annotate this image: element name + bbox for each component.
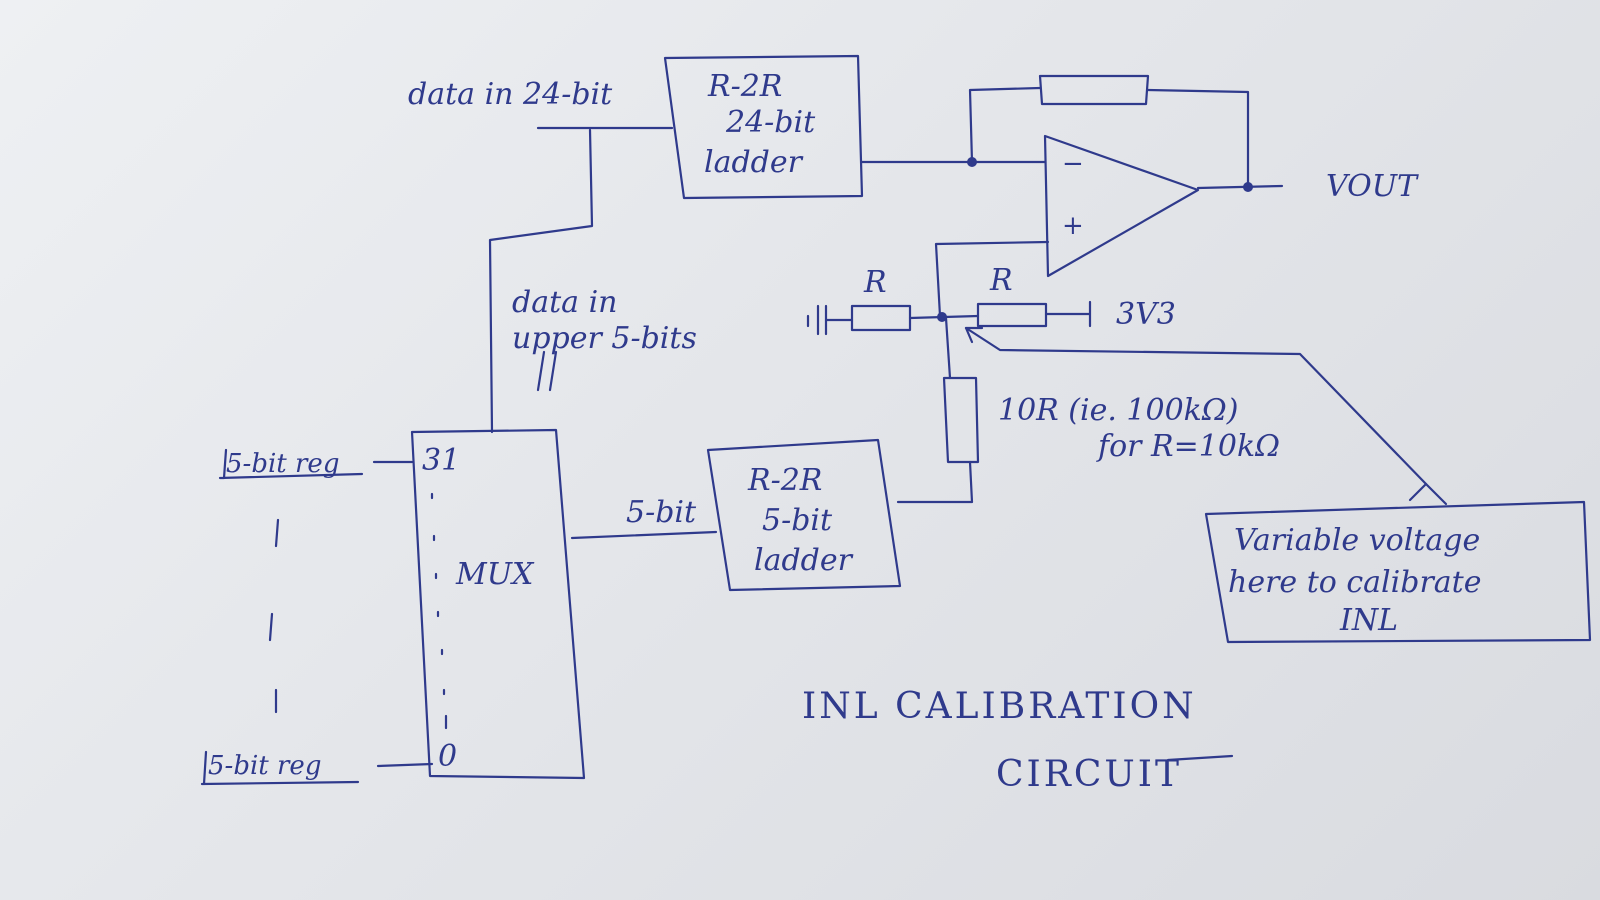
ladder5-line2: 5-bit: [762, 503, 833, 538]
resistor-r-left: [850, 304, 912, 332]
reg-top-frame: [218, 448, 364, 480]
mux-label: MUX: [455, 557, 535, 592]
note-box: [1204, 500, 1592, 644]
r-right-label: R: [989, 263, 1013, 298]
r10-label-line2: for R=10kΩ: [1096, 429, 1280, 464]
divider-node-dot: [937, 312, 947, 322]
mux-index-0: 0: [438, 739, 457, 774]
resistor-r-right: [976, 302, 1048, 328]
register-ellipsis-marks: [268, 518, 280, 714]
title-underline: [1166, 754, 1234, 762]
bus-5bit-label: 5-bit: [626, 495, 697, 530]
mux-box: [410, 428, 586, 780]
note-line3: INL: [1339, 603, 1398, 638]
divider-down-wire: [944, 316, 952, 380]
r-left-label: R: [863, 265, 887, 300]
mux-input-dots: [430, 492, 448, 730]
opamp-output-wire: [1196, 184, 1284, 190]
opamp-plus-sign: +: [1062, 211, 1084, 241]
feedback-wire-left: [968, 86, 1042, 164]
opamp-minus-sign: −: [1062, 149, 1084, 179]
title-line1: INL CALIBRATION: [802, 686, 1197, 727]
data-in-upper-line2: upper 5-bits: [512, 321, 697, 356]
note-line1: Variable voltage: [1234, 523, 1480, 558]
ladder5-line1: R-2R: [747, 463, 822, 498]
ladder5-line3: ladder: [754, 543, 854, 578]
ladder24-line1: R-2R: [707, 69, 782, 104]
ground-symbol: [806, 304, 828, 336]
reg-bottom-label: 5-bit reg: [208, 751, 321, 781]
ladder24-line2: 24-bit: [725, 105, 816, 140]
reg-top-label: 5-bit reg: [226, 449, 339, 479]
ladder24-line3: ladder: [704, 145, 804, 180]
r10-label-line1: 10R (ie. 100kΩ): [998, 393, 1238, 428]
mux-output-bus: [570, 530, 718, 540]
resistor-10r: [942, 376, 980, 464]
feedback-wire-right: [1146, 88, 1250, 188]
data-in-upper-line1: data in: [512, 285, 617, 320]
title-line2: CIRCUIT: [996, 754, 1182, 795]
reg-bottom-wire: [376, 762, 434, 768]
noninverting-input-wire: [934, 240, 1050, 318]
upper-bits-bus-wire: [488, 128, 594, 434]
feedback-resistor: [1038, 74, 1150, 106]
r2r-24bit-ladder-box: [663, 54, 864, 200]
bus-slash-marks: [536, 350, 558, 392]
opamp-triangle: [1043, 134, 1200, 278]
output-node-dot: [1243, 182, 1253, 192]
note-pointer-line: [964, 326, 1428, 486]
vout-label: VOUT: [1326, 169, 1419, 204]
supply-label: 3V3: [1116, 297, 1176, 332]
mux-index-31: 31: [422, 443, 460, 478]
note-pointer-tab: [1408, 482, 1448, 506]
note-pointer-arrowhead: [964, 326, 984, 344]
note-line2: here to calibrate: [1228, 565, 1481, 600]
supply-wire: [1044, 300, 1092, 328]
r2r-5bit-ladder-box: [706, 438, 902, 592]
r10-to-ladder5-wire: [896, 460, 974, 504]
data-in-24-label: data in 24-bit: [408, 77, 613, 112]
reg-bottom-frame: [200, 750, 360, 786]
